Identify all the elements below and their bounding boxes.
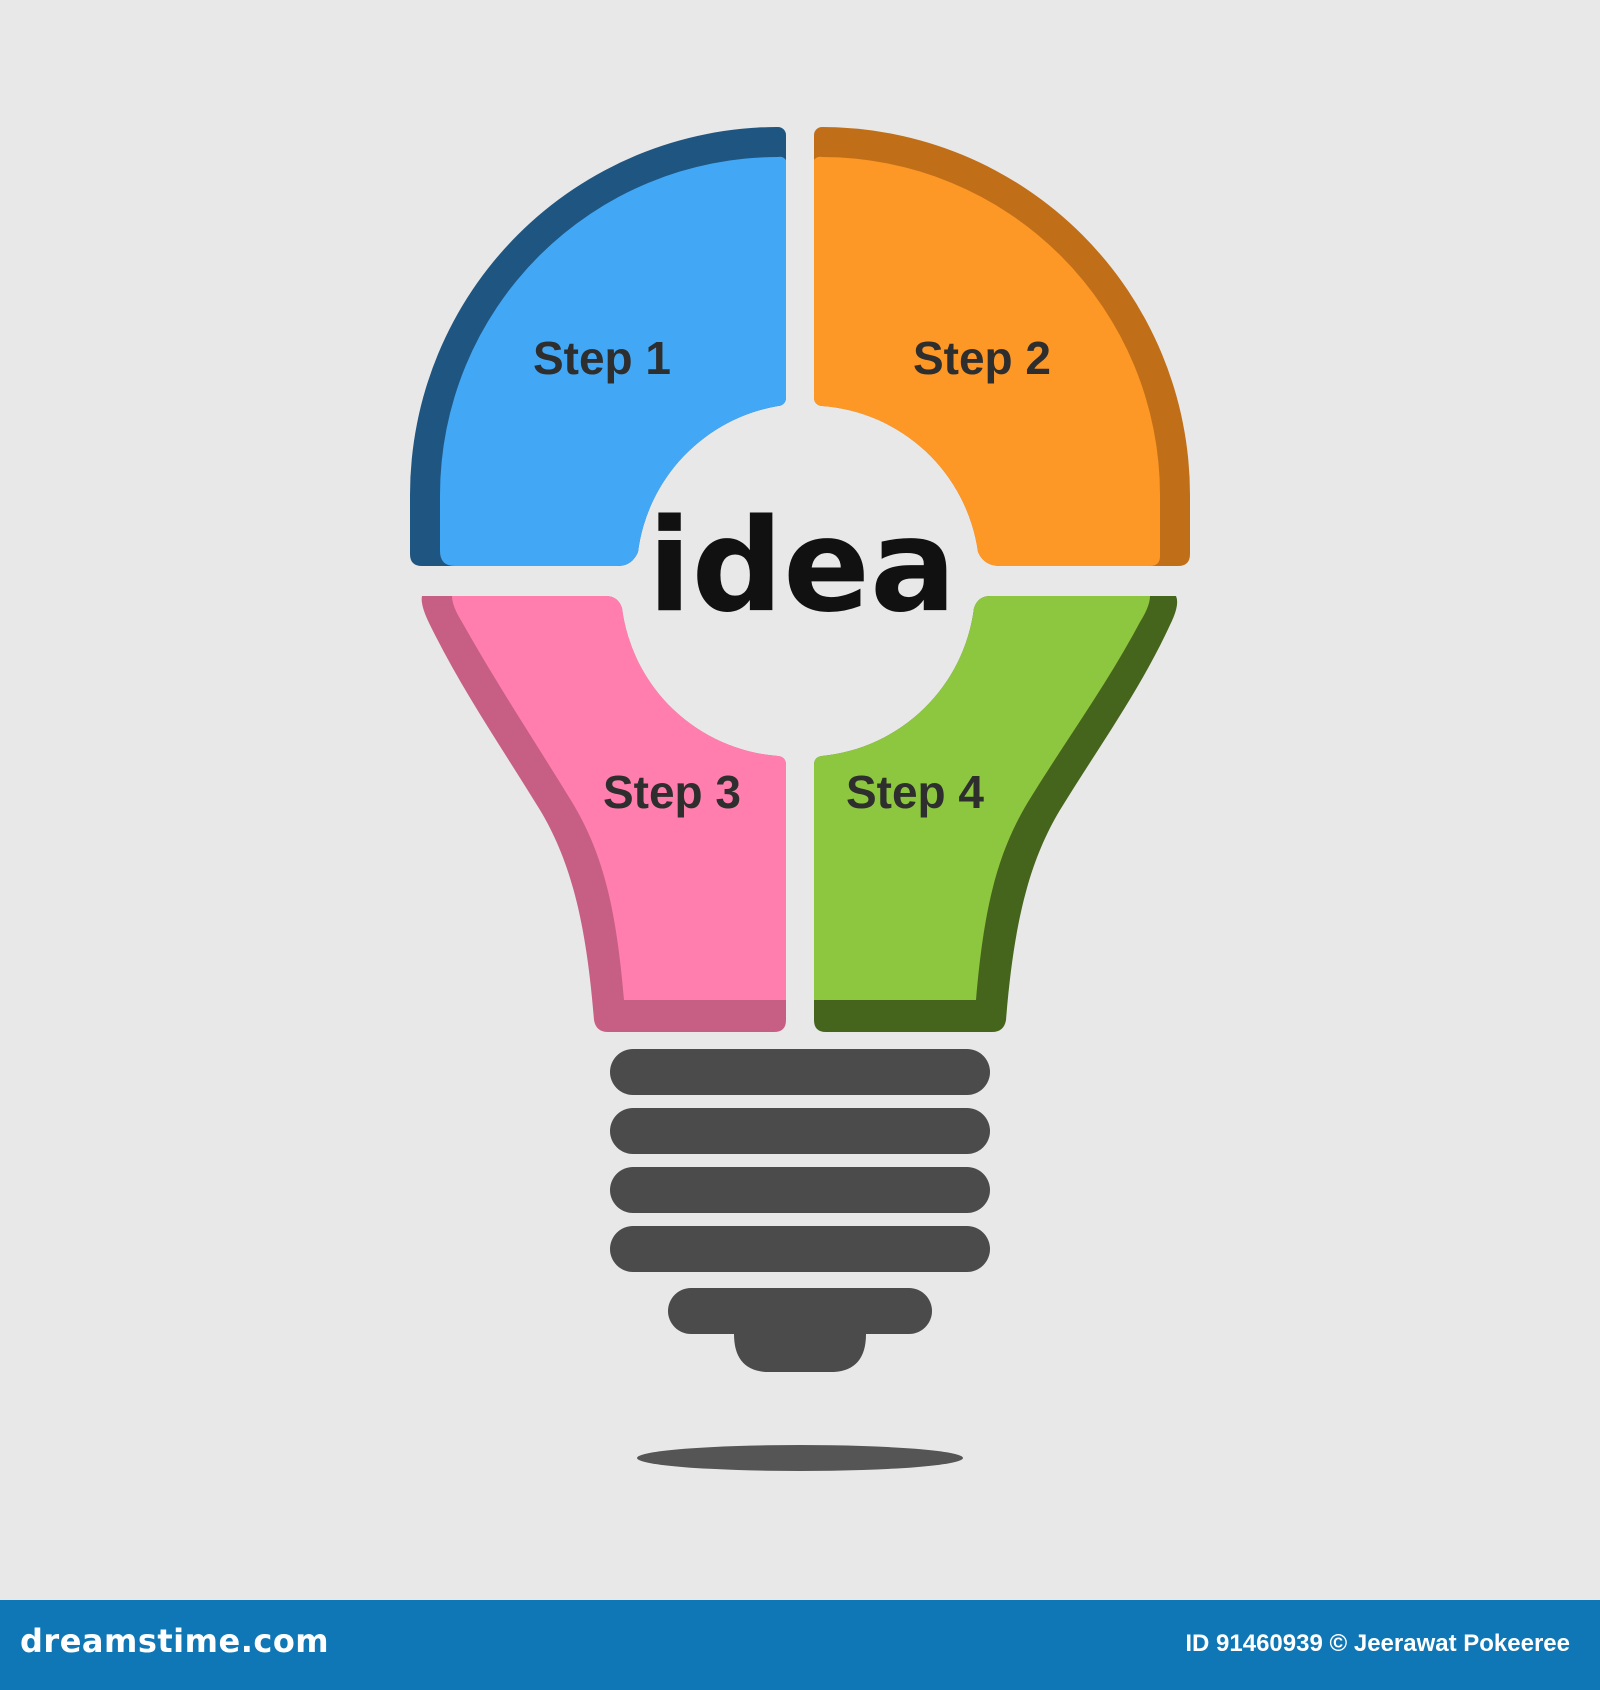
step-2-segment: Step 2 bbox=[814, 127, 1190, 567]
bulb-base bbox=[610, 1049, 990, 1372]
step-2-label: Step 2 bbox=[913, 332, 1051, 384]
step-1-label: Step 1 bbox=[533, 332, 671, 384]
step-1-fill bbox=[440, 156, 786, 567]
step-4-segment: Step 4 bbox=[814, 596, 1178, 1032]
footer-bar: dreamstime.com ID 91460939 © Jeerawat Po… bbox=[0, 1600, 1600, 1690]
step-3-segment: Step 3 bbox=[421, 596, 786, 1032]
step-1-segment: Step 1 bbox=[410, 127, 786, 567]
footer-credit: ID 91460939 © Jeerawat Pokeeree bbox=[1185, 1630, 1570, 1657]
bulb-shadow bbox=[637, 1445, 963, 1471]
base-collar bbox=[668, 1288, 932, 1334]
step-2-fill bbox=[814, 156, 1160, 567]
step-4-label: Step 4 bbox=[846, 766, 984, 818]
base-tip bbox=[734, 1334, 866, 1372]
step-4-fill bbox=[814, 596, 1150, 1000]
base-thread-1 bbox=[610, 1049, 990, 1095]
footer-logo[interactable]: dreamstime.com bbox=[20, 1622, 330, 1660]
base-thread-2 bbox=[610, 1108, 990, 1154]
step-3-fill bbox=[452, 596, 786, 1000]
base-thread-4 bbox=[610, 1226, 990, 1272]
idea-label: idea bbox=[648, 492, 957, 641]
lightbulb-diagram: Step 1 Step 2 Step 3 Step 4 idea bbox=[410, 127, 1190, 1471]
base-thread-3 bbox=[610, 1167, 990, 1213]
step-3-label: Step 3 bbox=[603, 766, 741, 818]
